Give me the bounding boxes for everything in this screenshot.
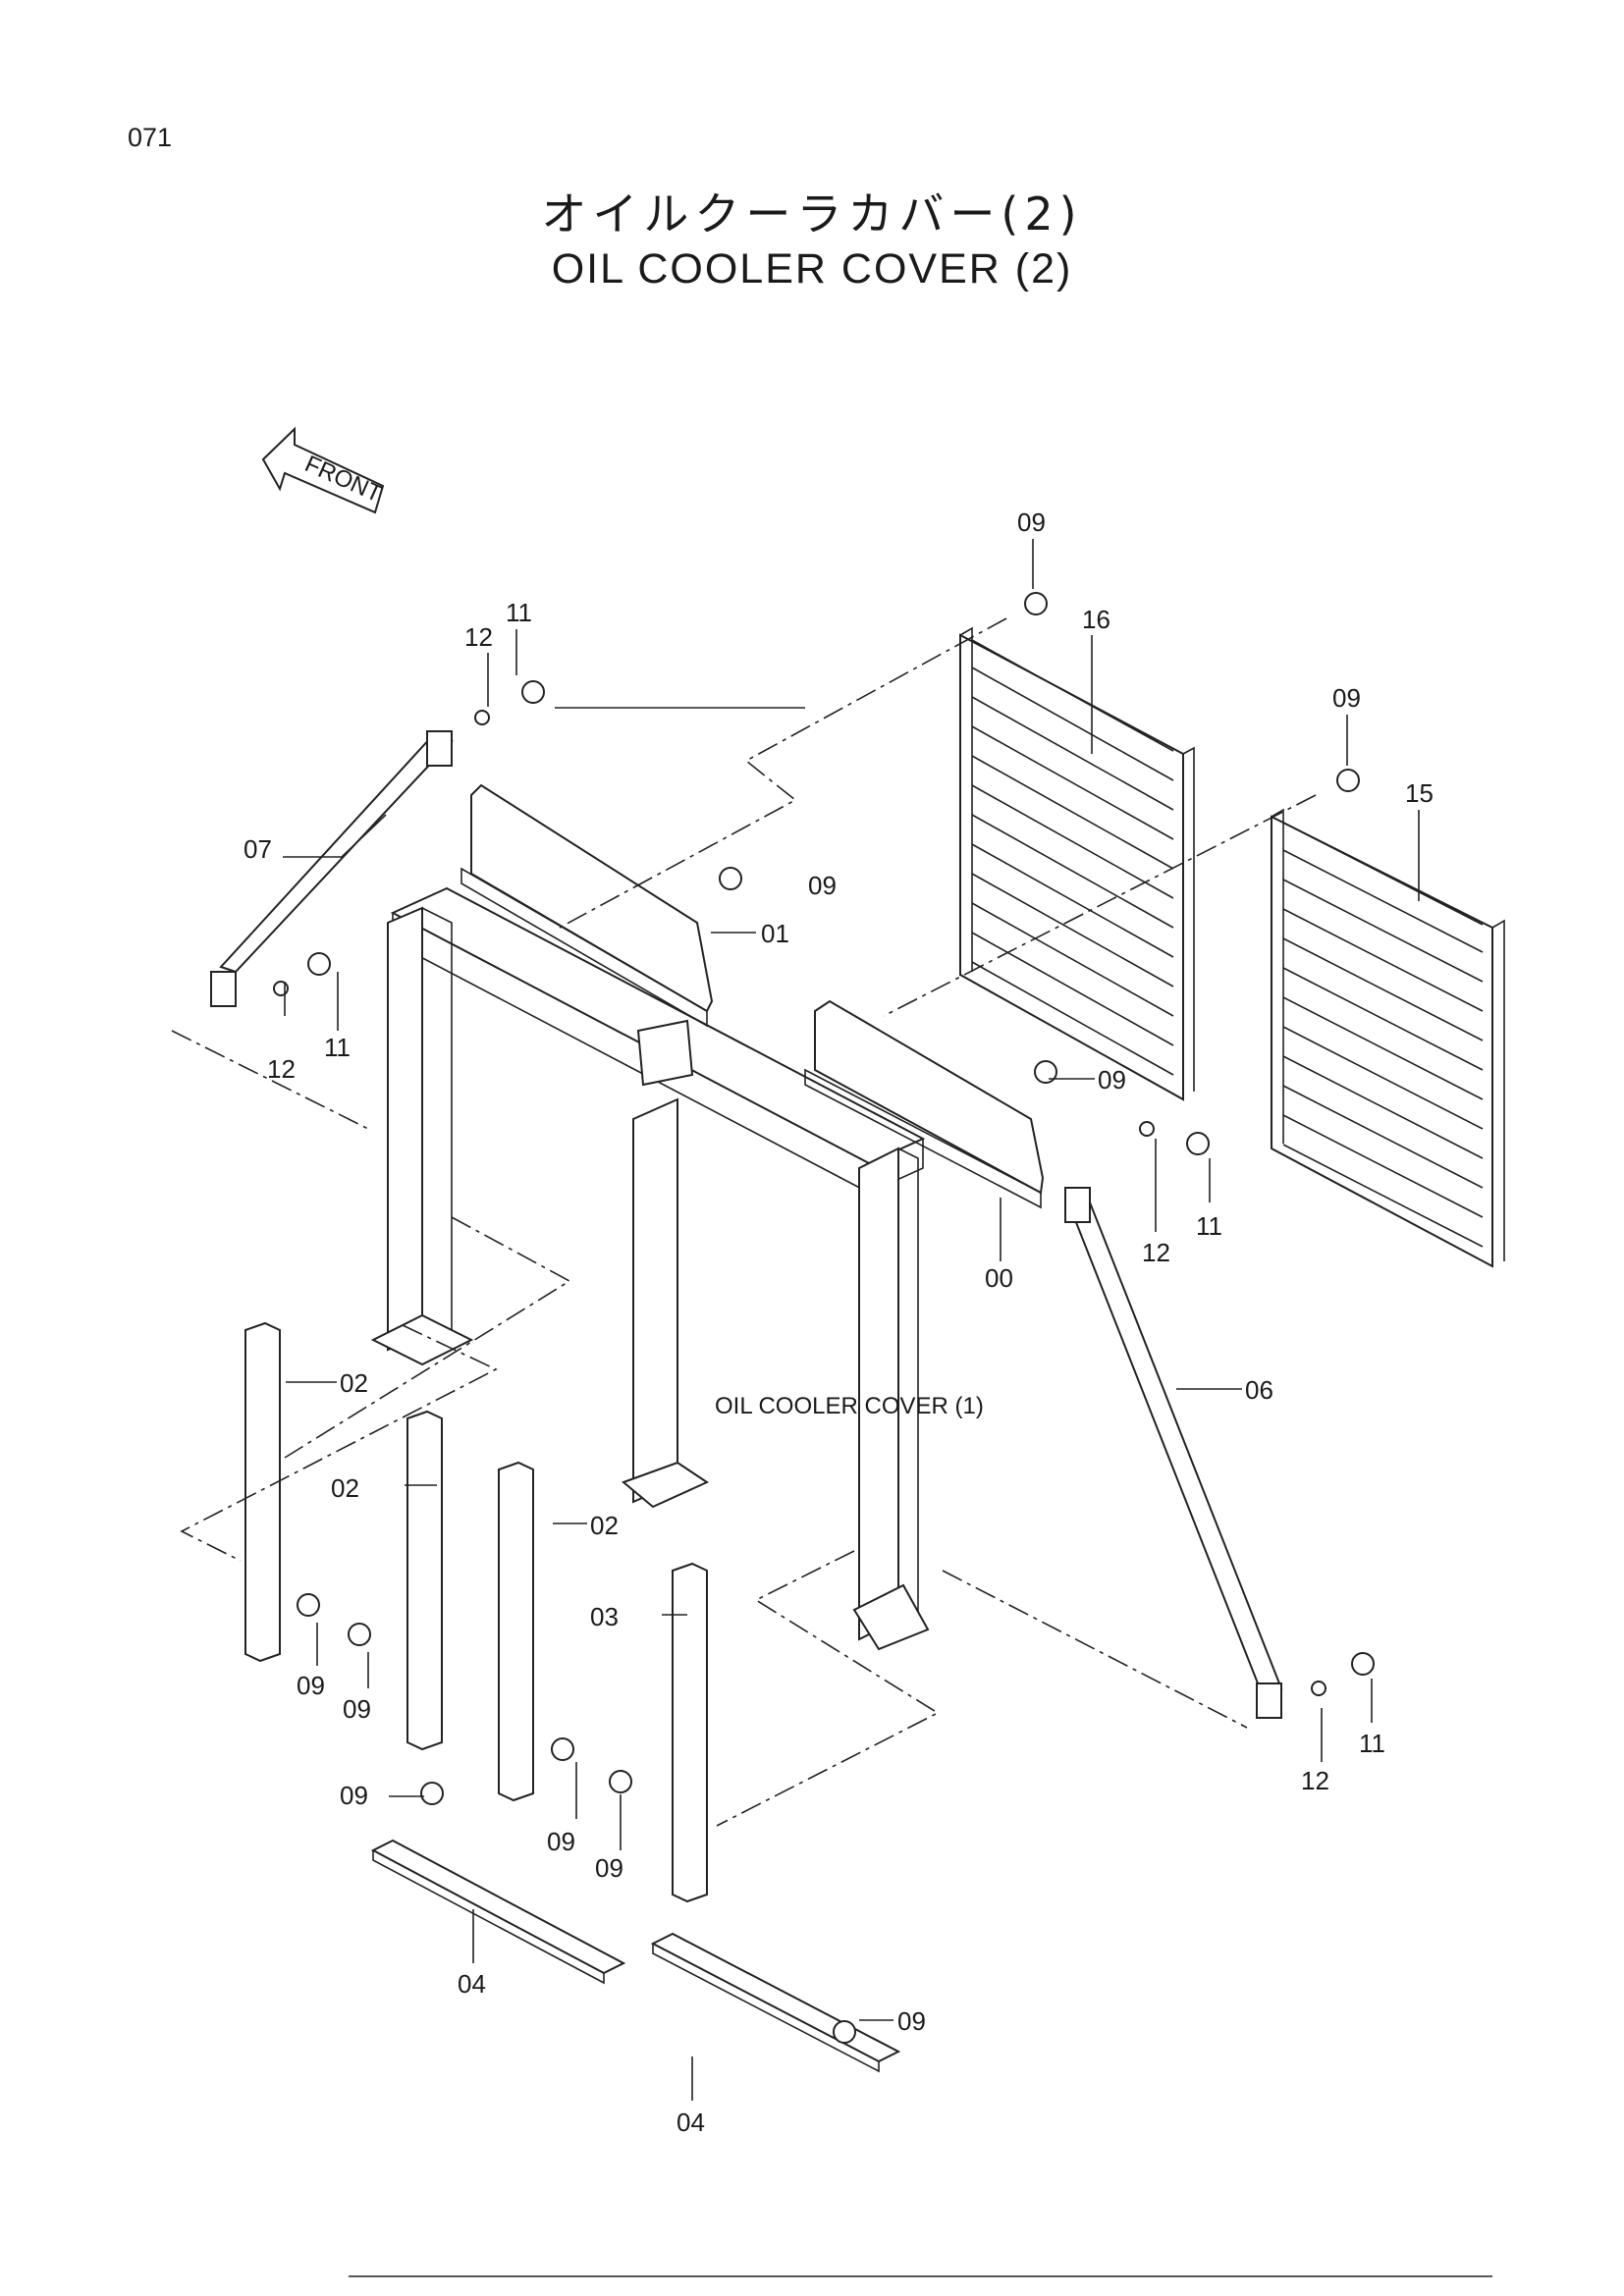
callout-09: 09 [1332,683,1361,713]
callout-09: 09 [595,1853,623,1883]
callout-09: 09 [1017,507,1046,537]
callout-09: 09 [343,1694,371,1724]
callout-09: 09 [808,871,837,900]
callout-12: 12 [1142,1238,1170,1267]
callout-09: 09 [547,1827,575,1856]
strip-02-b [406,1410,443,1751]
frame-oil-cooler-cover-1 [370,886,930,1651]
channel-04-a [370,1839,626,1985]
callout-11: 11 [1359,1729,1385,1758]
callout-12: 12 [267,1054,296,1084]
stay-07 [210,730,454,1007]
callout-15: 15 [1405,778,1434,808]
grille-16 [959,626,1195,1101]
bracket-00 [804,999,1045,1209]
callout-11: 11 [324,1033,351,1062]
callout-04: 04 [677,2108,705,2137]
assembly-lines [171,617,1317,1827]
callout-02: 02 [340,1368,368,1398]
callout-16: 16 [1082,605,1110,634]
grille-15 [1271,808,1505,1268]
page-title-japanese: オイルクーラカバー(2) [541,187,1083,240]
bracket-01 [460,783,714,1028]
stay-06 [1064,1187,1283,1719]
callout-09: 09 [897,2006,926,2036]
strip-02-a [244,1321,281,1663]
strip-02-c [498,1461,534,1802]
callout-12: 12 [1301,1766,1329,1795]
callout-09: 09 [340,1781,368,1810]
callout-04: 04 [458,1969,486,1999]
callout-11: 11 [506,598,532,627]
reference-label-oil-cooler-cover-1: OIL COOLER COVER (1) [715,1393,984,1419]
callout-09: 09 [1098,1065,1126,1095]
callout-11: 11 [1196,1211,1222,1241]
callout-02: 02 [331,1473,359,1503]
callout-02: 02 [590,1511,619,1540]
channel-04-b [650,1932,901,2073]
page-title-english: OIL COOLER COVER (2) [551,245,1073,293]
bolt-icon [297,592,1375,2044]
callout-00: 00 [985,1263,1013,1293]
page-number: 071 [128,123,173,152]
callout-12: 12 [464,622,493,652]
strip-03 [672,1562,708,1903]
callout-09: 09 [297,1671,325,1700]
callout-06: 06 [1245,1375,1273,1405]
callout-07: 07 [244,834,272,864]
callout-01: 01 [761,919,789,948]
callout-03: 03 [590,1602,619,1631]
front-arrow-icon: FRONT [261,426,386,514]
